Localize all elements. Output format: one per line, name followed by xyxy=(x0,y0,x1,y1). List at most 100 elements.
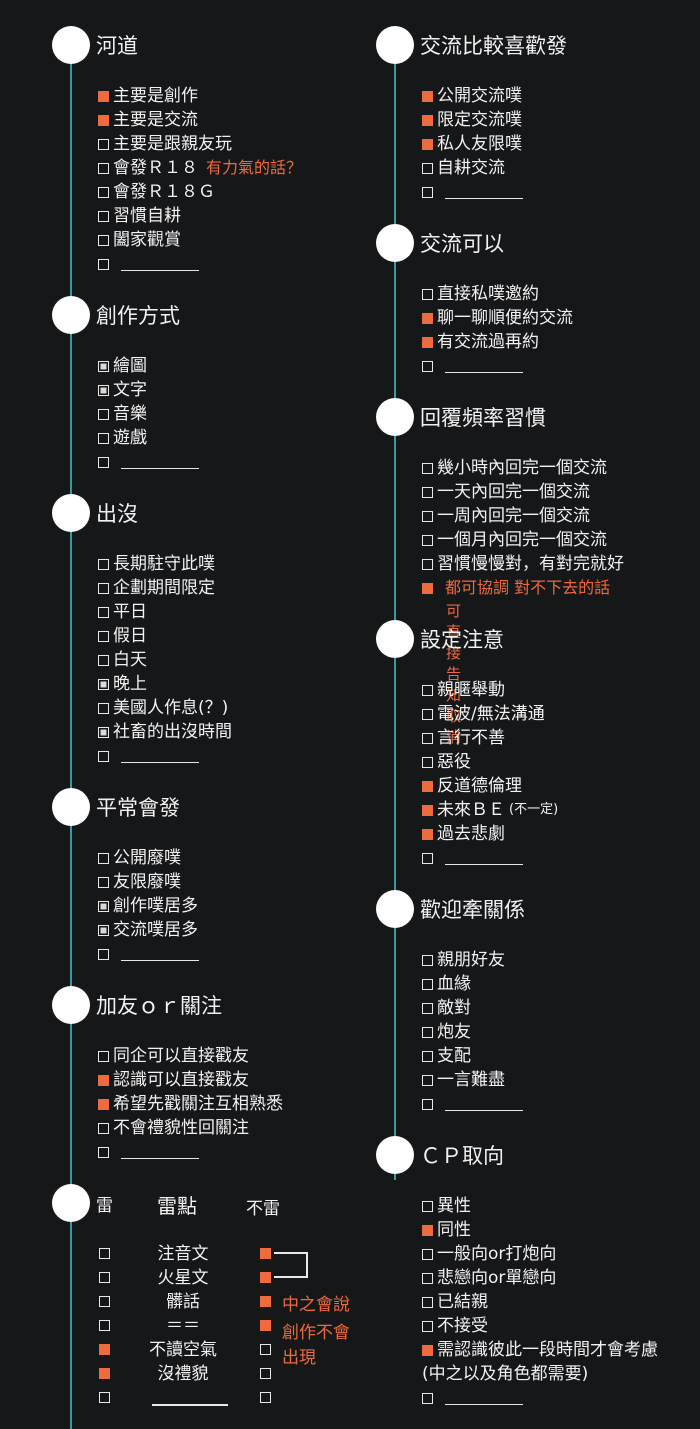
checkbox-unchecked-icon[interactable] xyxy=(422,534,433,546)
checkbox-unchecked-icon[interactable] xyxy=(98,852,109,864)
checkbox-unchecked-icon[interactable] xyxy=(422,1026,433,1038)
checkbox-unchecked-icon[interactable] xyxy=(98,606,109,618)
checkbox-unchecked-icon[interactable] xyxy=(98,408,109,420)
list-item: 親朋好友 xyxy=(422,948,523,972)
mine-checkbox-icon[interactable] xyxy=(99,1344,110,1355)
checkbox-unchecked-icon[interactable] xyxy=(98,138,109,150)
checkbox-unchecked-icon[interactable] xyxy=(422,510,433,522)
checkbox-unchecked-icon[interactable] xyxy=(422,462,433,474)
checkbox-checked-icon[interactable] xyxy=(422,582,433,594)
checkbox-unchecked-icon[interactable] xyxy=(98,876,109,888)
checkbox-unchecked-icon[interactable] xyxy=(422,1200,433,1212)
checkbox-unchecked-icon[interactable] xyxy=(98,186,109,198)
list-item: 文字 xyxy=(98,378,199,402)
checkbox-unchecked-icon[interactable] xyxy=(422,1098,433,1110)
mine-checkbox-icon[interactable] xyxy=(99,1392,110,1403)
checkbox-checked-icon[interactable] xyxy=(98,924,109,936)
checkbox-unchecked-icon[interactable] xyxy=(98,1146,109,1158)
list-item: 主要是交流 xyxy=(98,108,302,132)
checkbox-unchecked-icon[interactable] xyxy=(422,954,433,966)
checkbox-checked-icon[interactable] xyxy=(98,114,109,126)
checkbox-checked-icon[interactable] xyxy=(98,1074,109,1086)
checkbox-checked-icon[interactable] xyxy=(422,312,433,324)
checkbox-checked-icon[interactable] xyxy=(422,804,433,816)
checkbox-unchecked-icon[interactable] xyxy=(422,360,433,372)
mine-row: 沒禮貌 xyxy=(0,1362,420,1386)
mine-checkbox-icon[interactable] xyxy=(99,1296,110,1307)
checkbox-unchecked-icon[interactable] xyxy=(98,234,109,246)
checkbox-unchecked-icon[interactable] xyxy=(422,162,433,174)
item-label: 一周內回完一個交流 xyxy=(437,506,590,526)
checkbox-unchecked-icon[interactable] xyxy=(98,702,109,714)
checkbox-checked-icon[interactable] xyxy=(422,114,433,126)
section-dot-icon xyxy=(376,620,414,658)
checkbox-unchecked-icon[interactable] xyxy=(422,1074,433,1086)
checkbox-unchecked-icon[interactable] xyxy=(422,1392,433,1404)
checkbox-checked-icon[interactable] xyxy=(98,90,109,102)
checkbox-unchecked-icon[interactable] xyxy=(422,708,433,720)
checkbox-unchecked-icon[interactable] xyxy=(98,258,109,270)
checkbox-unchecked-icon[interactable] xyxy=(422,852,433,864)
checkbox-unchecked-icon[interactable] xyxy=(422,558,433,570)
checkbox-checked-icon[interactable] xyxy=(98,900,109,912)
checkbox-unchecked-icon[interactable] xyxy=(422,486,433,498)
checkbox-checked-icon[interactable] xyxy=(98,726,109,738)
not-mine-checkbox-icon[interactable] xyxy=(260,1392,271,1403)
item-note: 有力氣的話？ xyxy=(206,158,303,177)
item-label: 繪圖 xyxy=(113,356,147,376)
mine-checkbox-icon[interactable] xyxy=(99,1248,110,1259)
not-mine-checkbox-icon[interactable] xyxy=(260,1248,271,1259)
checkbox-checked-icon[interactable] xyxy=(422,90,433,102)
checkbox-unchecked-icon[interactable] xyxy=(98,432,109,444)
list-item: 一個月內回完一個交流 xyxy=(422,528,624,552)
checkbox-unchecked-icon[interactable] xyxy=(98,948,109,960)
checkbox-checked-icon[interactable] xyxy=(422,828,433,840)
not-mine-checkbox-icon[interactable] xyxy=(260,1296,271,1307)
checkbox-unchecked-icon[interactable] xyxy=(98,750,109,762)
checkbox-unchecked-icon[interactable] xyxy=(422,1272,433,1284)
checkbox-unchecked-icon[interactable] xyxy=(422,1050,433,1062)
checkbox-checked-icon[interactable] xyxy=(98,1098,109,1110)
checkbox-checked-icon[interactable] xyxy=(422,1224,433,1236)
checkbox-checked-icon[interactable] xyxy=(98,678,109,690)
checkbox-unchecked-icon[interactable] xyxy=(422,1002,433,1014)
not-mine-checkbox-icon[interactable] xyxy=(260,1320,271,1331)
checkbox-unchecked-icon[interactable] xyxy=(98,456,109,468)
list-item xyxy=(98,450,199,474)
checkbox-unchecked-icon[interactable] xyxy=(98,558,109,570)
checkbox-unchecked-icon[interactable] xyxy=(422,684,433,696)
checkbox-unchecked-icon[interactable] xyxy=(422,186,433,198)
checkbox-unchecked-icon[interactable] xyxy=(422,1296,433,1308)
checkbox-unchecked-icon[interactable] xyxy=(98,654,109,666)
checkbox-unchecked-icon[interactable] xyxy=(422,1248,433,1260)
item-label: 悲戀向or單戀向 xyxy=(437,1268,557,1288)
checkbox-unchecked-icon[interactable] xyxy=(98,630,109,642)
checkbox-unchecked-icon[interactable] xyxy=(422,288,433,300)
checkbox-checked-icon[interactable] xyxy=(422,1344,433,1356)
mine-checkbox-icon[interactable] xyxy=(99,1320,110,1331)
section-title: 平常會發 xyxy=(96,796,180,820)
not-mine-checkbox-icon[interactable] xyxy=(260,1344,271,1355)
not-mine-checkbox-icon[interactable] xyxy=(260,1368,271,1379)
checkbox-unchecked-icon[interactable] xyxy=(98,1050,109,1062)
list-item xyxy=(98,942,199,966)
checkbox-unchecked-icon[interactable] xyxy=(422,978,433,990)
checkbox-checked-icon[interactable] xyxy=(422,138,433,150)
checkbox-unchecked-icon[interactable] xyxy=(422,1320,433,1332)
checkbox-unchecked-icon[interactable] xyxy=(98,210,109,222)
not-mine-checkbox-icon[interactable] xyxy=(260,1272,271,1283)
checkbox-checked-icon[interactable] xyxy=(422,780,433,792)
mine-checkbox-icon[interactable] xyxy=(99,1272,110,1283)
checkbox-unchecked-icon[interactable] xyxy=(422,732,433,744)
checkbox-checked-icon[interactable] xyxy=(98,384,109,396)
item-label: 限定交流噗 xyxy=(437,110,522,130)
checkbox-unchecked-icon[interactable] xyxy=(98,582,109,594)
checkbox-checked-icon[interactable] xyxy=(422,336,433,348)
checkbox-checked-icon[interactable] xyxy=(98,360,109,372)
item-label: 晚上 xyxy=(113,674,147,694)
checkbox-unchecked-icon[interactable] xyxy=(422,756,433,768)
checkbox-unchecked-icon[interactable] xyxy=(98,162,109,174)
checkbox-unchecked-icon[interactable] xyxy=(98,1122,109,1134)
mine-checkbox-icon[interactable] xyxy=(99,1368,110,1379)
list-item: 異性 xyxy=(422,1194,658,1218)
